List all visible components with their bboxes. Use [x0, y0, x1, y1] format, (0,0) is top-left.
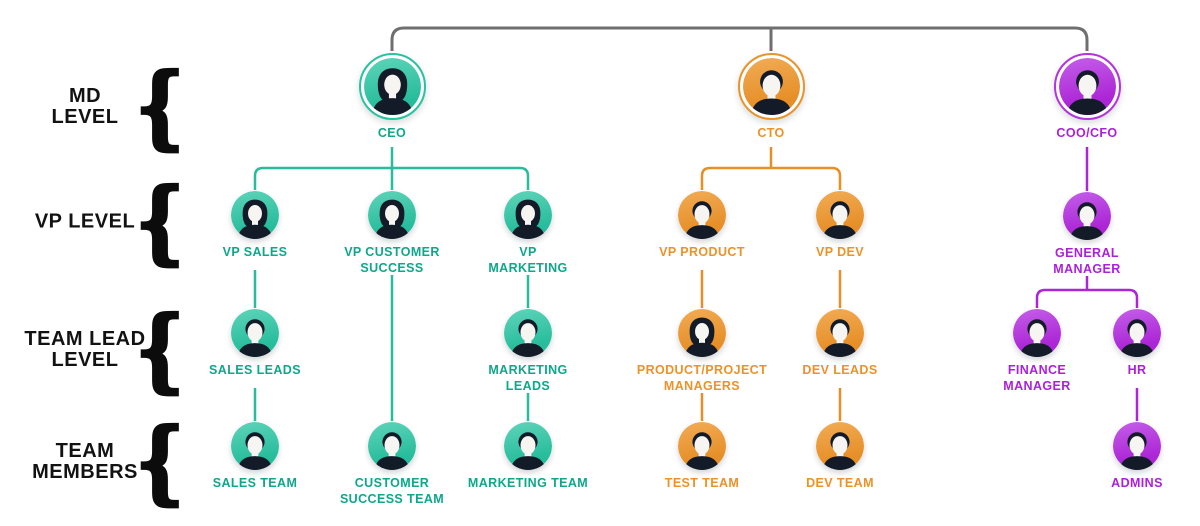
male-avatar-icon — [231, 309, 279, 357]
male-avatar-icon — [737, 53, 805, 120]
org-node-cto: CTO — [696, 53, 846, 141]
org-node-ceo: CEO — [317, 53, 467, 141]
female-avatar-icon — [231, 191, 279, 239]
male-avatar-icon — [504, 309, 552, 357]
female-avatar-icon — [368, 191, 416, 239]
male-avatar-icon — [1013, 309, 1061, 357]
female-avatar-icon — [504, 191, 552, 239]
org-node-vp_sales: VP SALES — [180, 191, 330, 260]
connector-cto-bus — [700, 147, 842, 190]
male-avatar-icon — [1053, 53, 1121, 120]
org-node-sales_leads: SALES LEADS — [180, 309, 330, 378]
male-avatar-icon — [368, 422, 416, 470]
org-node-label: TEST TEAM — [664, 476, 740, 490]
male-avatar-icon — [678, 191, 726, 239]
male-avatar-icon — [816, 191, 864, 239]
org-node-test_team: TEST TEAM — [627, 422, 777, 491]
org-node-label: VP PRODUCT — [659, 245, 745, 259]
org-node-label: SALES TEAM — [212, 476, 298, 490]
org-node-sales_team: SALES TEAM — [180, 422, 330, 491]
curly-brace-team_members: { — [134, 410, 185, 514]
org-node-label: SALES LEADS — [209, 363, 301, 377]
curly-brace-team_lead: { — [134, 298, 185, 402]
curly-brace-vp: { — [134, 170, 185, 274]
org-node-marketing_team: MARKETING TEAM — [453, 422, 603, 491]
org-node-label: CEO — [377, 126, 407, 140]
org-node-label: CTO — [757, 126, 785, 140]
org-node-vp_product: VP PRODUCT — [627, 191, 777, 260]
org-node-dev_leads: DEV LEADS — [765, 309, 915, 378]
male-avatar-icon — [1113, 422, 1161, 470]
org-node-label: ADMINS — [1111, 476, 1163, 490]
org-node-admins: ADMINS — [1062, 422, 1200, 491]
org-node-label: COO/CFO — [1056, 126, 1118, 140]
org-node-label: DEV LEADS — [802, 363, 878, 377]
male-avatar-icon — [1113, 309, 1161, 357]
male-avatar-icon — [816, 309, 864, 357]
male-avatar-icon — [231, 422, 279, 470]
female-avatar-icon — [678, 309, 726, 357]
connector-ceo-bus — [253, 147, 530, 190]
org-node-label: MARKETING TEAM — [467, 476, 589, 490]
org-node-label: DEV TEAM — [806, 476, 874, 490]
org-node-label: VP SALES — [222, 245, 288, 259]
org-node-label: VP DEV — [815, 245, 865, 259]
connector-gm-bus — [1035, 276, 1139, 308]
org-node-vp_dev: VP DEV — [765, 191, 915, 260]
org-node-hr: HR — [1062, 309, 1200, 378]
female-avatar-icon — [358, 53, 426, 120]
level-label-vp: VP LEVEL — [34, 210, 136, 233]
male-avatar-icon — [678, 422, 726, 470]
male-avatar-icon — [816, 422, 864, 470]
male-avatar-icon — [1063, 192, 1111, 240]
connector-root-bus — [390, 26, 1089, 51]
org-node-label: HR — [1127, 363, 1147, 377]
male-avatar-icon — [504, 422, 552, 470]
org-node-coo_cfo: COO/CFO — [1012, 53, 1162, 141]
org-node-dev_team: DEV TEAM — [765, 422, 915, 491]
curly-brace-md: { — [134, 55, 185, 159]
